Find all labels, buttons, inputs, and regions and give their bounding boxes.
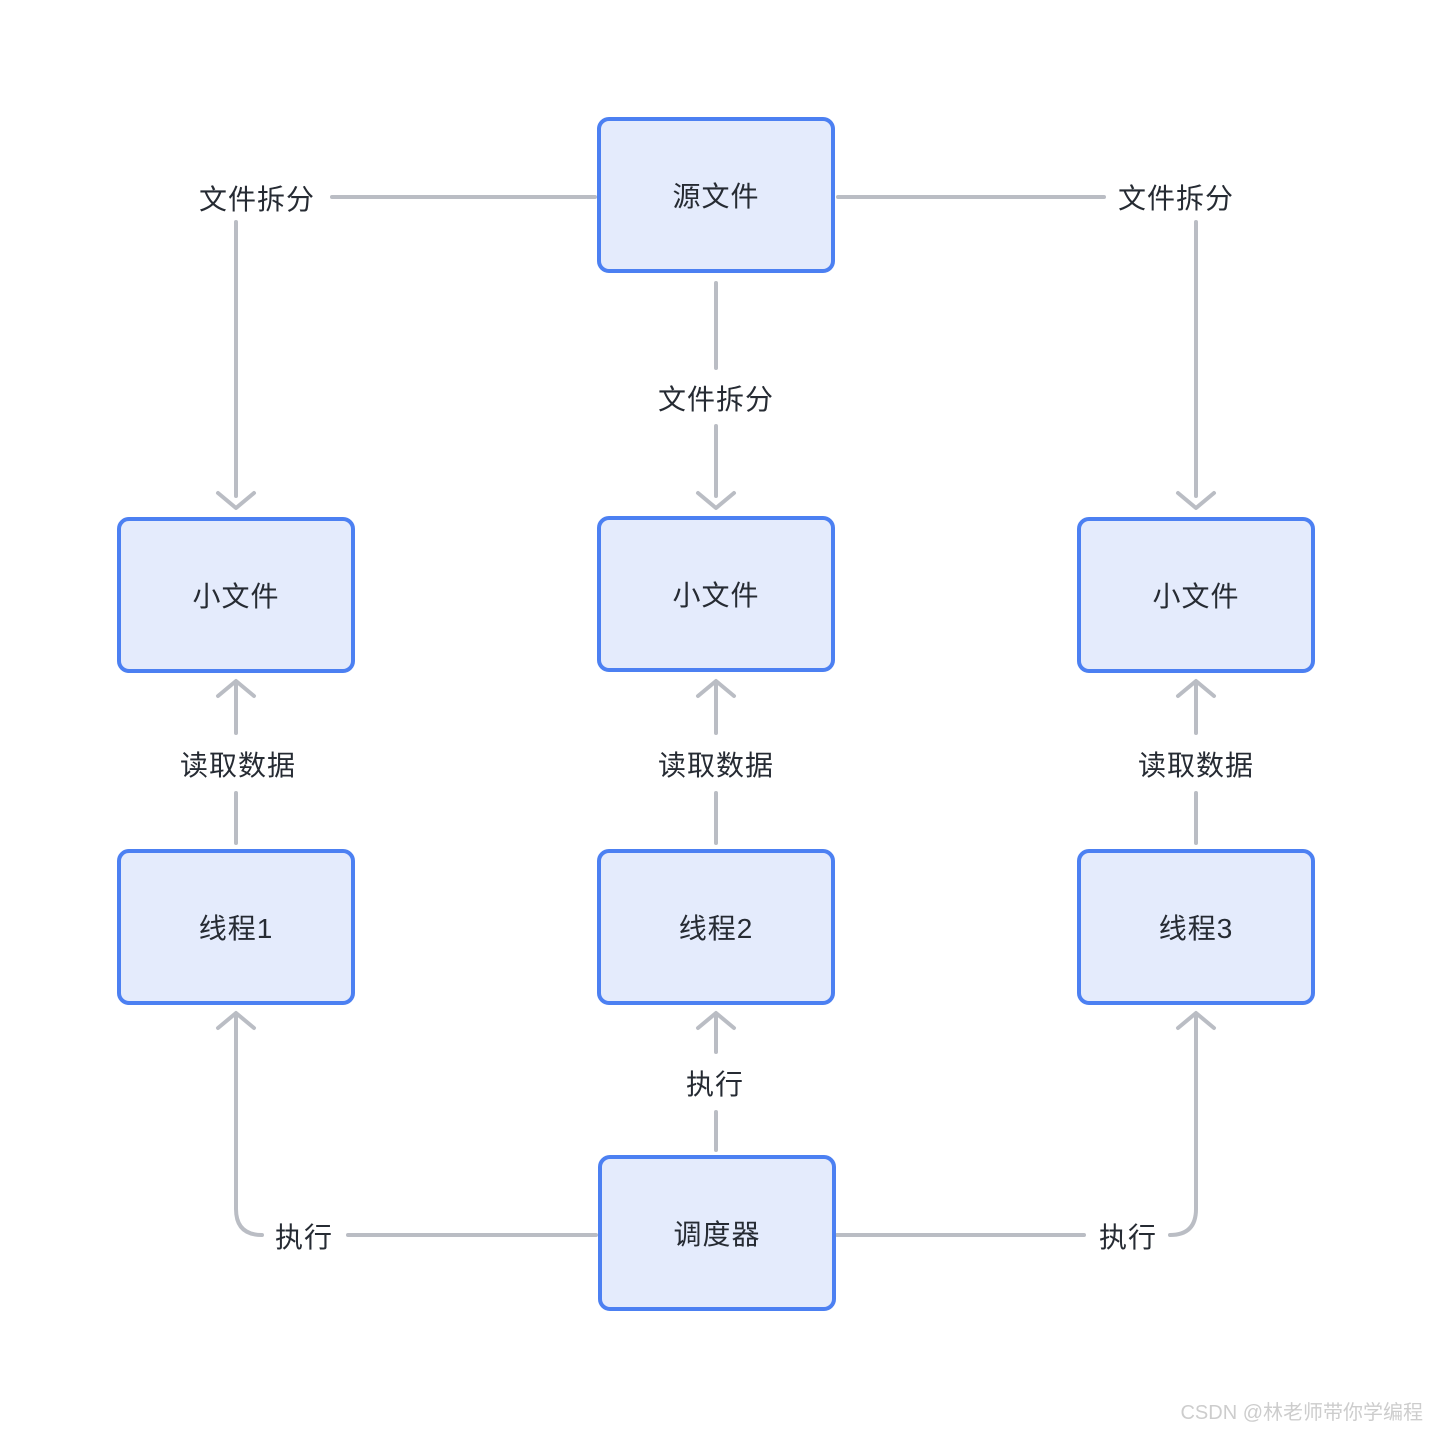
edge-label-exec-left: 执行 [270,1216,338,1256]
edge-split-left [216,195,597,510]
node-thread-1: 线程1 [117,849,355,1005]
edge-split-right [836,195,1216,510]
arrow-down-icon [216,491,256,510]
edge-label-read-left: 读取数据 [175,744,301,784]
edge-label-read-mid: 读取数据 [653,744,779,784]
node-small-file-3-label: 小文件 [1152,581,1240,612]
arrow-up-icon [696,679,736,698]
arrow-up-icon [1176,679,1216,698]
node-thread-3-label: 线程3 [1158,913,1234,944]
node-thread-2: 线程2 [597,849,835,1005]
node-source-file: 源文件 [597,117,835,273]
edge-exec-right [835,1011,1216,1237]
edge-split-mid [696,281,736,510]
arrow-up-icon [1176,1011,1216,1030]
edge-exec-left [216,1011,598,1237]
edge-read-right [1176,679,1216,845]
csdn-watermark: CSDN @林老师带你学编程 [1180,1402,1423,1424]
node-thread-2-label: 线程2 [678,913,754,944]
edge-label-exec-mid: 执行 [681,1063,749,1103]
arrow-up-icon [216,679,256,698]
node-small-file-3: 小文件 [1077,517,1315,673]
edge-read-left [216,679,256,845]
node-small-file-2: 小文件 [597,516,835,672]
edge-label-split-right: 文件拆分 [1113,177,1239,217]
node-scheduler-label: 调度器 [673,1219,761,1250]
arrow-down-icon [696,491,736,510]
edge-exec-mid [696,1011,736,1152]
node-small-file-1-label: 小文件 [192,581,280,612]
node-thread-3: 线程3 [1077,849,1315,1005]
node-scheduler: 调度器 [598,1155,836,1311]
arrow-up-icon [216,1011,256,1030]
node-thread-1-label: 线程1 [198,913,274,944]
edge-label-exec-right: 执行 [1094,1216,1162,1256]
edge-read-mid [696,679,736,845]
arrow-up-icon [696,1011,736,1030]
edge-label-split-mid: 文件拆分 [653,378,779,418]
arrow-down-icon [1176,491,1216,510]
edge-label-read-right: 读取数据 [1133,744,1259,784]
node-small-file-2-label: 小文件 [672,580,760,611]
edge-label-split-left: 文件拆分 [194,178,320,218]
node-source-file-label: 源文件 [672,181,760,212]
node-small-file-1: 小文件 [117,517,355,673]
